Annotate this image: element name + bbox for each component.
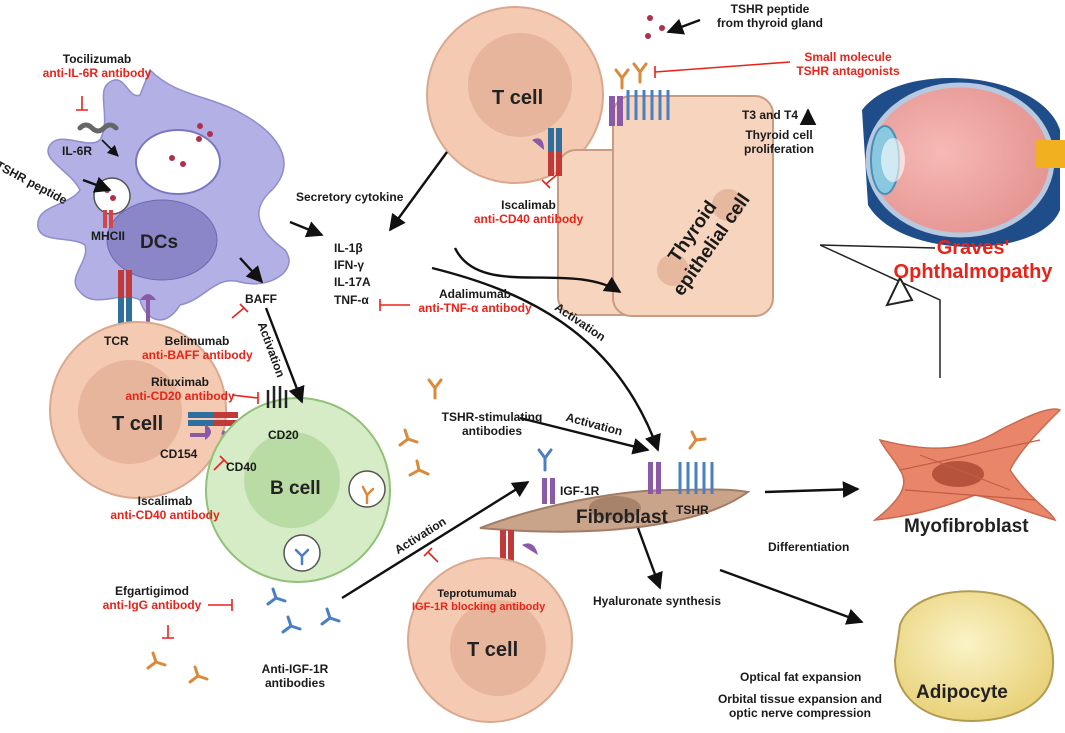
iscalimab-left-label: Iscalimab anti-CD40 antibody bbox=[110, 494, 220, 523]
b-cell-shape bbox=[205, 386, 391, 583]
tsab-line1: TSHR-stimulating bbox=[441, 410, 543, 424]
tocilizumab-target: anti-IL-6R antibody bbox=[42, 66, 152, 81]
tshr-from-thyroid-line1: TSHR peptide bbox=[730, 2, 810, 16]
adalimumab-name: Adalimumab bbox=[438, 287, 511, 301]
tcr-mhc-complex bbox=[118, 270, 156, 328]
graves-line1: Graves' bbox=[936, 237, 1010, 259]
graves-line2: Ophthalmopathy bbox=[893, 261, 1053, 283]
small-molecule-line1: Small molecule bbox=[804, 50, 892, 64]
antibodies-blue bbox=[266, 448, 553, 634]
efgartigimod-name: Efgartigimod bbox=[115, 584, 189, 598]
dc-vesicle bbox=[135, 129, 221, 195]
thyroid-prolif-line2: proliferation bbox=[743, 142, 814, 157]
optical-fat-label: Optical fat expansion bbox=[740, 670, 862, 684]
efgartigimod-label: Efgartigimod anti-IgG antibody bbox=[96, 584, 208, 613]
tshr-from-thyroid-label: TSHR peptide from thyroid gland bbox=[705, 2, 835, 31]
open-arrow-icon bbox=[885, 275, 914, 307]
tcr-label: TCR bbox=[104, 334, 129, 348]
t-cell-bottom-label: T cell bbox=[467, 639, 519, 661]
cd40-label: CD40 bbox=[226, 460, 257, 474]
adalimumab-label: Adalimumab anti-TNF-α antibody bbox=[410, 287, 540, 316]
orbital-line1: Orbital tissue expansion and bbox=[717, 692, 883, 706]
baff-label: BAFF bbox=[245, 292, 277, 306]
cytokine-il1b: IL-1β bbox=[334, 241, 363, 255]
t-cell-left-label: T cell bbox=[112, 413, 164, 435]
hyaluronate-label: Hyaluronate synthesis bbox=[593, 594, 722, 608]
t-cell-top-label: T cell bbox=[492, 87, 544, 109]
anti-igf1r-label: Anti-IGF-1R antibodies bbox=[250, 662, 340, 691]
rituximab-target: anti-CD20 antibody bbox=[125, 389, 235, 404]
thyroid-cells bbox=[532, 90, 774, 317]
iscalimab-left-target: anti-CD40 antibody bbox=[110, 508, 220, 523]
iscalimab-top-target: anti-CD40 antibody bbox=[473, 212, 584, 227]
orbital-line2: optic nerve compression bbox=[728, 706, 872, 721]
tsab-label: TSHR-stimulating antibodies bbox=[432, 410, 552, 439]
adipocyte-label: Adipocyte bbox=[916, 682, 1008, 703]
tsab-line2: antibodies bbox=[461, 424, 522, 439]
secretory-cytokine-label: Secretory cytokine bbox=[296, 190, 404, 204]
t-cell-bottom-shape bbox=[407, 557, 573, 723]
cytokine-il17a: IL-17A bbox=[334, 275, 371, 289]
inhibitor-lines bbox=[76, 61, 791, 639]
rituximab-name: Rituximab bbox=[150, 375, 209, 389]
fibroblast-label: Fibroblast bbox=[576, 507, 668, 528]
igf1r-label: IGF-1R bbox=[560, 484, 600, 498]
differentiation-label: Differentiation bbox=[768, 540, 850, 554]
pathway-arrows bbox=[82, 18, 864, 625]
cd154-label: CD154 bbox=[160, 447, 198, 461]
dendritic-cell bbox=[37, 68, 290, 321]
thyroid-prolif-line1: Thyroid cell bbox=[745, 128, 813, 142]
adipocyte-shape bbox=[893, 590, 1055, 722]
iscalimab-top-label: Iscalimab anti-CD40 antibody bbox=[466, 198, 591, 227]
mhcii-label: MHCII bbox=[91, 229, 125, 243]
teprotumumab-target: IGF-1R blocking antibody bbox=[412, 601, 546, 614]
tocilizumab-label: Tocilizumab anti-IL-6R antibody bbox=[42, 52, 152, 81]
belimumab-name: Belimumab bbox=[164, 334, 230, 348]
anti-igf1r-line1: Anti-IGF-1R bbox=[261, 662, 329, 676]
cytokine-ifng: IFN-γ bbox=[334, 258, 364, 272]
cytokine-tnfa: TNF-α bbox=[334, 293, 369, 307]
iscalimab-top-name: Iscalimab bbox=[501, 198, 556, 212]
adalimumab-target: anti-TNF-α antibody bbox=[418, 301, 532, 316]
rituximab-label: Rituximab anti-CD20 antibody bbox=[124, 375, 236, 404]
tshr-from-thyroid-line2: from thyroid gland bbox=[717, 16, 823, 31]
cd20-label: CD20 bbox=[268, 428, 299, 442]
belimumab-target: anti-BAFF antibody bbox=[142, 348, 253, 363]
eye-illustration bbox=[862, 77, 1065, 247]
b-cell-label: B cell bbox=[270, 478, 321, 499]
lines-to-graves bbox=[819, 244, 941, 378]
antibodies-orange bbox=[146, 62, 707, 684]
il6r-label: IL-6R bbox=[62, 144, 92, 158]
myofibroblast-label: Myofibroblast bbox=[904, 516, 1029, 537]
thyroid-prolif-label: Thyroid cell proliferation bbox=[738, 128, 820, 157]
t3t4-label: T3 and T4 bbox=[742, 108, 799, 122]
teprotumumab-name: Teprotumumab bbox=[437, 588, 517, 600]
tocilizumab-name: Tocilizumab bbox=[62, 52, 132, 66]
anti-igf1r-line2: antibodies bbox=[264, 676, 325, 691]
tshr-label: TSHR bbox=[676, 503, 709, 517]
dcs-label: DCs bbox=[140, 232, 179, 253]
small-molecule-label: Small molecule TSHR antagonists bbox=[788, 50, 908, 79]
graves-title: Graves' Ophthalmopathy bbox=[888, 236, 1058, 284]
small-molecule-line2: TSHR antagonists bbox=[796, 64, 900, 79]
myofibroblast-shape bbox=[872, 408, 1062, 522]
belimumab-label: Belimumab anti-BAFF antibody bbox=[142, 334, 253, 363]
t-cell-left-shape bbox=[49, 321, 238, 499]
dc-nucleus bbox=[106, 199, 218, 281]
iscalimab-left-name: Iscalimab bbox=[137, 494, 193, 508]
teprotumumab-label: Teprotumumab IGF-1R blocking antibody bbox=[412, 588, 546, 614]
efgartigimod-target: anti-IgG antibody bbox=[102, 598, 202, 613]
orbital-label: Orbital tissue expansion and optic nerve… bbox=[712, 692, 888, 721]
